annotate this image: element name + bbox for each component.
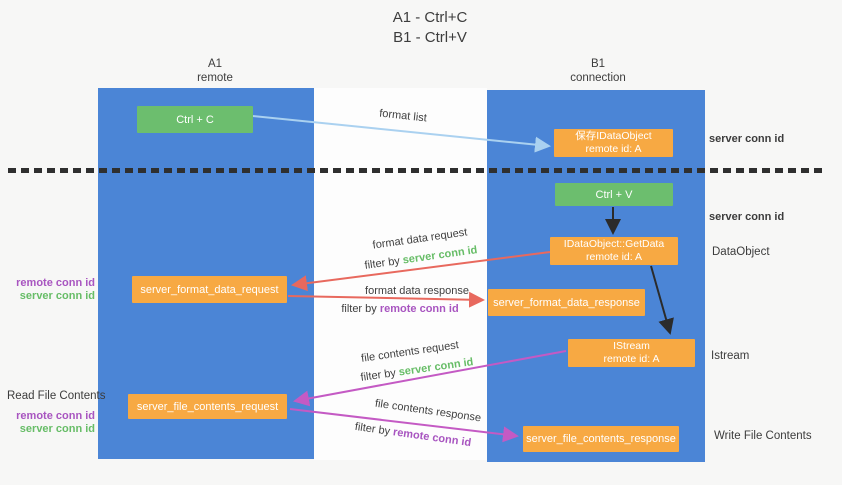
server-file-contents-response-label: server_file_contents_response — [526, 433, 676, 445]
left-conn-id-group-1: remote conn id server conn id — [0, 277, 95, 303]
save-idataobject-line1: 保存IDataObject — [575, 130, 652, 142]
format-data-response-filter-label: filter by remote conn id — [320, 303, 480, 315]
lane-a-header: A1 remote — [107, 57, 323, 85]
server-format-data-response-label: server_format_data_response — [493, 296, 640, 309]
getdata-to-istream-arrow — [650, 265, 674, 335]
idataobject-getdata-box: IDataObject::GetData remote id: A — [550, 237, 678, 265]
istream-box: IStream remote id: A — [568, 339, 695, 367]
right-server-conn-id-1: server conn id — [709, 133, 785, 145]
lane-a-name: A1 — [207, 58, 223, 70]
getdata-line1: IDataObject::GetData — [563, 238, 665, 250]
server-file-contents-request-label: server_file_contents_request — [136, 400, 279, 413]
dataobject-label: DataObject — [712, 246, 770, 258]
server-format-data-request-label: server_format_data_request — [140, 283, 279, 296]
format-list-arrow — [252, 115, 551, 153]
format-data-request-arrow — [291, 251, 551, 292]
remote-conn-id-text: remote conn id — [379, 303, 459, 315]
ctrl-v-box: Ctrl + V — [555, 183, 673, 206]
diagram-title: A1 - Ctrl+C B1 - Ctrl+V — [330, 8, 530, 48]
lane-b-name: B1 — [590, 58, 606, 70]
istream-line1: IStream — [613, 340, 650, 352]
right-server-conn-id-2: server conn id — [709, 211, 785, 223]
read-file-contents-label: Read File Contents — [7, 390, 106, 402]
ctrl-c-label: Ctrl + C — [176, 113, 214, 126]
write-file-contents-label: Write File Contents — [714, 430, 812, 442]
server-format-data-request-box: server_format_data_request — [132, 276, 287, 303]
lane-a-role: remote — [197, 72, 233, 84]
server-file-contents-request-box: server_file_contents_request — [128, 394, 287, 419]
title-line-2: B1 - Ctrl+V — [393, 29, 467, 46]
save-idataobject-line2: remote id: A — [585, 143, 642, 155]
save-idataobject-box: 保存IDataObject remote id: A — [554, 129, 673, 157]
istream-line2: remote id: A — [603, 353, 660, 365]
lane-b-header: B1 connection — [489, 57, 707, 85]
server-format-data-response-box: server_format_data_response — [488, 289, 645, 316]
ctrl-c-box: Ctrl + C — [137, 106, 253, 133]
file-contents-request-arrow — [293, 350, 567, 407]
remote-conn-id-label: remote conn id — [16, 410, 95, 422]
copy-paste-divider-line — [8, 168, 824, 173]
server-conn-id-label: server conn id — [19, 423, 95, 435]
format-data-response-label: format data response — [365, 285, 469, 297]
getdata-line2: remote id: A — [585, 251, 643, 263]
title-line-1: A1 - Ctrl+C — [392, 9, 468, 26]
lane-b-role: connection — [570, 72, 626, 84]
ctrl-v-label: Ctrl + V — [595, 188, 633, 201]
format-data-response-arrow — [287, 291, 485, 308]
istream-side-label: Istream — [711, 350, 750, 362]
server-conn-id-label: server conn id — [19, 290, 95, 302]
filter-by-text: filter by — [341, 303, 377, 315]
file-contents-response-arrow — [289, 408, 519, 443]
middle-lane-background — [314, 88, 487, 460]
remote-conn-id-label: remote conn id — [16, 277, 95, 289]
server-file-contents-response-box: server_file_contents_response — [523, 426, 679, 452]
left-conn-id-group-2: remote conn id server conn id — [0, 410, 95, 436]
